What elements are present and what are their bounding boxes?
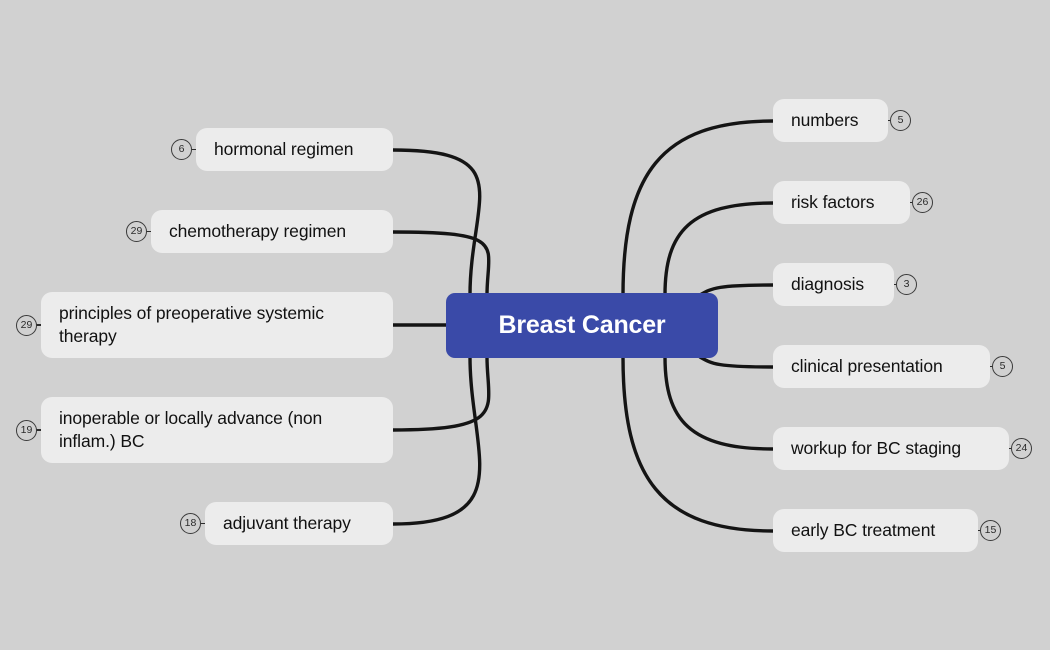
node-workup-for-bc-staging[interactable]: workup for BC staging [773,427,1009,470]
edge-inoperable-or-locally-advance [391,355,491,432]
badge-diagnosis[interactable]: 3 [896,274,917,295]
edge-hormonal-regimen [391,148,482,297]
node-label-adjuvant-therapy: adjuvant therapy [223,513,351,533]
node-label-chemotherapy-regimen: chemotherapy regimen [169,221,346,241]
node-label-early-bc-treatment: early BC treatment [791,520,936,540]
node-numbers[interactable]: numbers [773,99,888,142]
edge-numbers [621,119,775,297]
edge-early-bc-treatment [621,355,775,533]
node-hormonal-regimen[interactable]: hormonal regimen [196,128,393,171]
badge-chemotherapy-regimen[interactable]: 29 [126,221,147,242]
badge-early-bc-treatment[interactable]: 15 [980,520,1001,541]
node-label-diagnosis: diagnosis [791,274,865,294]
badge-principles-of-preoperative-systemic-therapy[interactable]: 29 [16,314,37,336]
badge-stub-principles-of-preoperative-systemic-therapy [35,324,43,326]
node-principles-of-preoperative-systemic-therapy[interactable]: principles of preoperative systemic ther… [41,292,393,358]
edge-chemotherapy-regimen [391,230,491,297]
edge-workup-for-bc-staging [663,355,775,451]
badge-count-workup-for-bc-staging: 24 [1015,442,1028,455]
badge-clinical-presentation[interactable]: 5 [992,356,1013,377]
badge-stub-chemotherapy-regimen [145,230,153,233]
node-early-bc-treatment[interactable]: early BC treatment [773,509,978,552]
edge-clinical-presentation [698,355,775,369]
node-label-clinical-presentation: clinical presentation [791,356,943,376]
node-risk-factors[interactable]: risk factors [773,181,910,224]
node-clinical-presentation[interactable]: clinical presentation [773,345,990,388]
badge-count-principles-of-preoperative-systemic-therapy: 29 [20,318,33,331]
node-adjuvant-therapy[interactable]: adjuvant therapy [205,502,393,545]
root-node-breast-cancer[interactable]: Breast Cancer [446,293,718,358]
node-label-inoperable-or-locally-advance: inoperable or locally advance (non infla… [59,408,323,451]
edge-risk-factors [663,201,775,297]
badge-count-adjuvant-therapy: 18 [184,517,197,530]
badge-stub-inoperable-or-locally-advance [35,429,43,431]
badge-workup-for-bc-staging[interactable]: 24 [1011,438,1032,459]
node-chemotherapy-regimen[interactable]: chemotherapy regimen [151,210,393,253]
badge-count-inoperable-or-locally-advance: 19 [20,423,33,436]
badge-count-hormonal-regimen: 6 [178,143,185,156]
badge-adjuvant-therapy[interactable]: 18 [180,513,201,534]
node-diagnosis[interactable]: diagnosis [773,263,894,306]
badge-count-clinical-presentation: 5 [999,360,1006,373]
badge-inoperable-or-locally-advance[interactable]: 19 [16,419,37,441]
badge-count-risk-factors: 26 [916,196,929,209]
node-label-workup-for-bc-staging: workup for BC staging [791,438,962,458]
node-label-risk-factors: risk factors [791,192,875,212]
edge-adjuvant-therapy [391,355,482,526]
badge-stub-hormonal-regimen [190,148,198,151]
root-node-label: Breast Cancer [498,311,666,339]
node-inoperable-or-locally-advance[interactable]: inoperable or locally advance (non infla… [41,397,393,463]
badge-count-early-bc-treatment: 15 [984,524,997,537]
node-label-principles-of-preoperative-systemic-therapy: principles of preoperative systemic ther… [59,303,324,346]
badge-count-chemotherapy-regimen: 29 [130,225,143,238]
badge-hormonal-regimen[interactable]: 6 [171,139,192,160]
node-label-numbers: numbers [791,110,859,130]
badge-count-diagnosis: 3 [903,278,910,291]
node-label-hormonal-regimen: hormonal regimen [214,139,354,159]
badge-count-numbers: 5 [897,114,904,127]
badge-stub-adjuvant-therapy [199,522,207,525]
badge-risk-factors[interactable]: 26 [912,192,933,213]
badge-numbers[interactable]: 5 [890,110,911,131]
